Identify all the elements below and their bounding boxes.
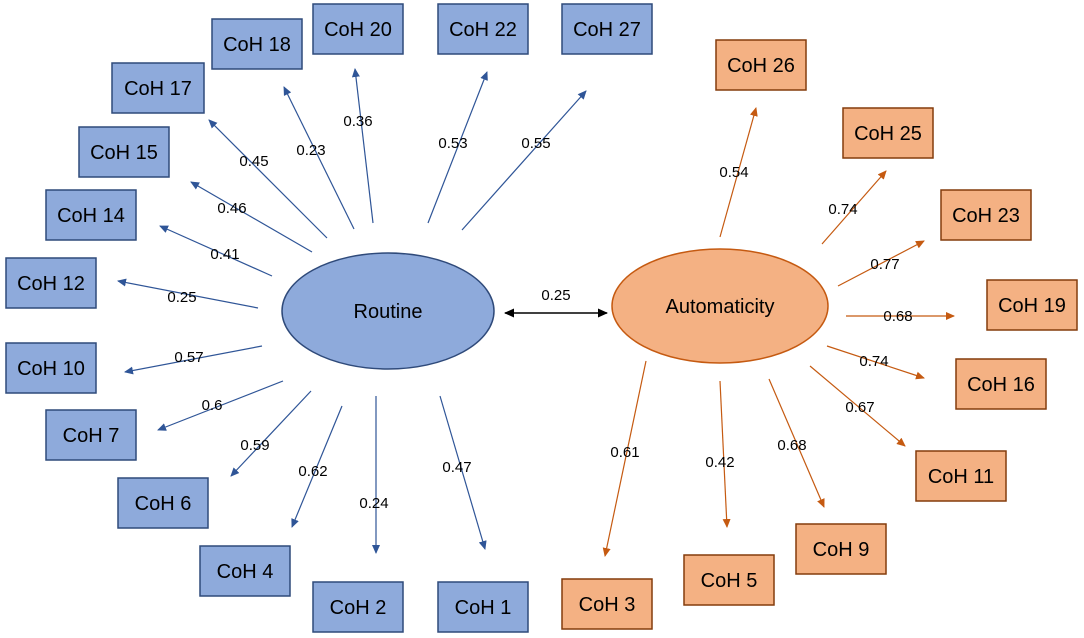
automaticity-latent: Automaticity [611, 248, 829, 364]
coh-26-path-arrow [719, 107, 758, 238]
coh-2-box [312, 581, 404, 633]
coh-19-label: CoH 19 [998, 295, 1066, 317]
coh-23-path-arrow [837, 240, 925, 287]
coh-3-loading: 0.61 [610, 444, 639, 461]
coh-1-loading: 0.47 [442, 459, 471, 476]
routine-label: Routine [354, 301, 423, 323]
coh-26-box [715, 39, 807, 91]
coh-5-loading: 0.42 [705, 454, 734, 471]
coh-12-box [5, 257, 97, 309]
coh-7-label: CoH 7 [63, 425, 120, 447]
routine-latent: Routine [281, 252, 495, 370]
coh-18-path-arrow [283, 86, 355, 230]
coh-6-loading: 0.59 [240, 437, 269, 454]
coh-11-label: CoH 11 [928, 466, 994, 488]
coh-9-path-arrow [768, 378, 825, 508]
correlation-label: 0.25 [541, 287, 570, 304]
coh-18-loading: 0.23 [296, 142, 325, 159]
automaticity-indicators: 0.54 CoH 26 0.74 CoH 25 0.77 CoH 23 0.68 CoH 19… [561, 39, 1078, 630]
coh-10-path-arrow [124, 345, 263, 375]
coh-6-box [117, 477, 209, 529]
coh-17-path-arrow [208, 119, 328, 239]
coh-23-label: CoH 23 [952, 205, 1020, 227]
coh-22-label: CoH 22 [449, 19, 517, 41]
coh-26-label: CoH 26 [727, 55, 795, 77]
coh-16-loading: 0.74 [859, 353, 888, 370]
coh-22-loading: 0.53 [438, 135, 467, 152]
coh-18-label: CoH 18 [223, 34, 291, 56]
coh-4-label: CoH 4 [217, 561, 274, 583]
coh-26-loading: 0.54 [719, 164, 748, 181]
coh-22-box [437, 3, 529, 55]
coh-17-loading: 0.45 [239, 153, 268, 170]
coh-20-label: CoH 20 [324, 19, 392, 41]
coh-20-loading: 0.36 [343, 113, 372, 130]
coh-19-loading: 0.68 [883, 308, 912, 325]
coh-25-label: CoH 25 [854, 123, 922, 145]
coh-1-path-arrow [439, 395, 487, 550]
coh-7-path-arrow [157, 380, 284, 431]
coh-14-box [45, 189, 137, 241]
coh-5-box [683, 554, 775, 606]
coh-11-path-arrow [809, 365, 906, 447]
coh-3-label: CoH 3 [579, 594, 636, 616]
coh-16-label: CoH 16 [967, 374, 1035, 396]
coh-16-box [955, 358, 1047, 410]
coh-3-path-arrow [602, 360, 647, 557]
coh-15-loading: 0.46 [217, 200, 246, 217]
coh-1-box [437, 581, 529, 633]
coh-14-label: CoH 14 [57, 205, 125, 227]
coh-25-loading: 0.74 [828, 201, 857, 218]
coh-2-label: CoH 2 [330, 597, 387, 619]
coh-15-box [78, 126, 170, 178]
coh-20-box [312, 3, 404, 55]
coh-5-label: CoH 5 [701, 570, 758, 592]
coh-4-loading: 0.62 [298, 463, 327, 480]
coh-15-path-arrow [190, 181, 313, 253]
coh-10-box [5, 342, 97, 394]
coh-27-box [561, 3, 653, 55]
coh-25-path-arrow [821, 170, 887, 245]
coh-27-label: CoH 27 [573, 19, 641, 41]
coh-6-label: CoH 6 [135, 493, 192, 515]
coh-3-box [561, 578, 653, 630]
coh-22-path-arrow [427, 71, 488, 224]
coh-20-path-arrow [351, 68, 374, 224]
coh-18-box [211, 18, 303, 70]
coh-27-path-arrow [461, 90, 587, 231]
coh-9-label: CoH 9 [813, 539, 870, 561]
coh-23-loading: 0.77 [870, 256, 899, 273]
coh-7-box [45, 409, 137, 461]
coh-10-label: CoH 10 [17, 358, 85, 380]
coh-15-label: CoH 15 [90, 142, 158, 164]
coh-6-path-arrow [230, 390, 312, 477]
coh-9-box [795, 523, 887, 575]
coh-12-loading: 0.25 [167, 289, 196, 306]
coh-14-loading: 0.41 [210, 246, 239, 263]
coh-2-loading: 0.24 [359, 495, 388, 512]
coh-4-path-arrow [291, 405, 343, 528]
coh-14-path-arrow [159, 225, 273, 277]
coh-12-label: CoH 12 [17, 273, 85, 295]
coh-5-path-arrow [719, 380, 731, 528]
coh-9-loading: 0.68 [777, 437, 806, 454]
coh-4-box [199, 545, 291, 597]
coh-12-path-arrow [117, 278, 259, 309]
coh-17-label: CoH 17 [124, 78, 192, 100]
coh-25-box [842, 107, 934, 159]
coh-16-path-arrow [826, 345, 925, 380]
coh-23-box [940, 189, 1032, 241]
automaticity-label: Automaticity [666, 296, 775, 318]
coh-1-label: CoH 1 [455, 597, 512, 619]
coh-19-box [986, 279, 1078, 331]
coh-11-loading: 0.67 [845, 399, 874, 416]
coh-27-loading: 0.55 [521, 135, 550, 152]
coh-17-box [111, 62, 205, 114]
coh-10-loading: 0.57 [174, 349, 203, 366]
coh-7-loading: 0.6 [202, 397, 223, 414]
coh-11-box [915, 450, 1007, 502]
